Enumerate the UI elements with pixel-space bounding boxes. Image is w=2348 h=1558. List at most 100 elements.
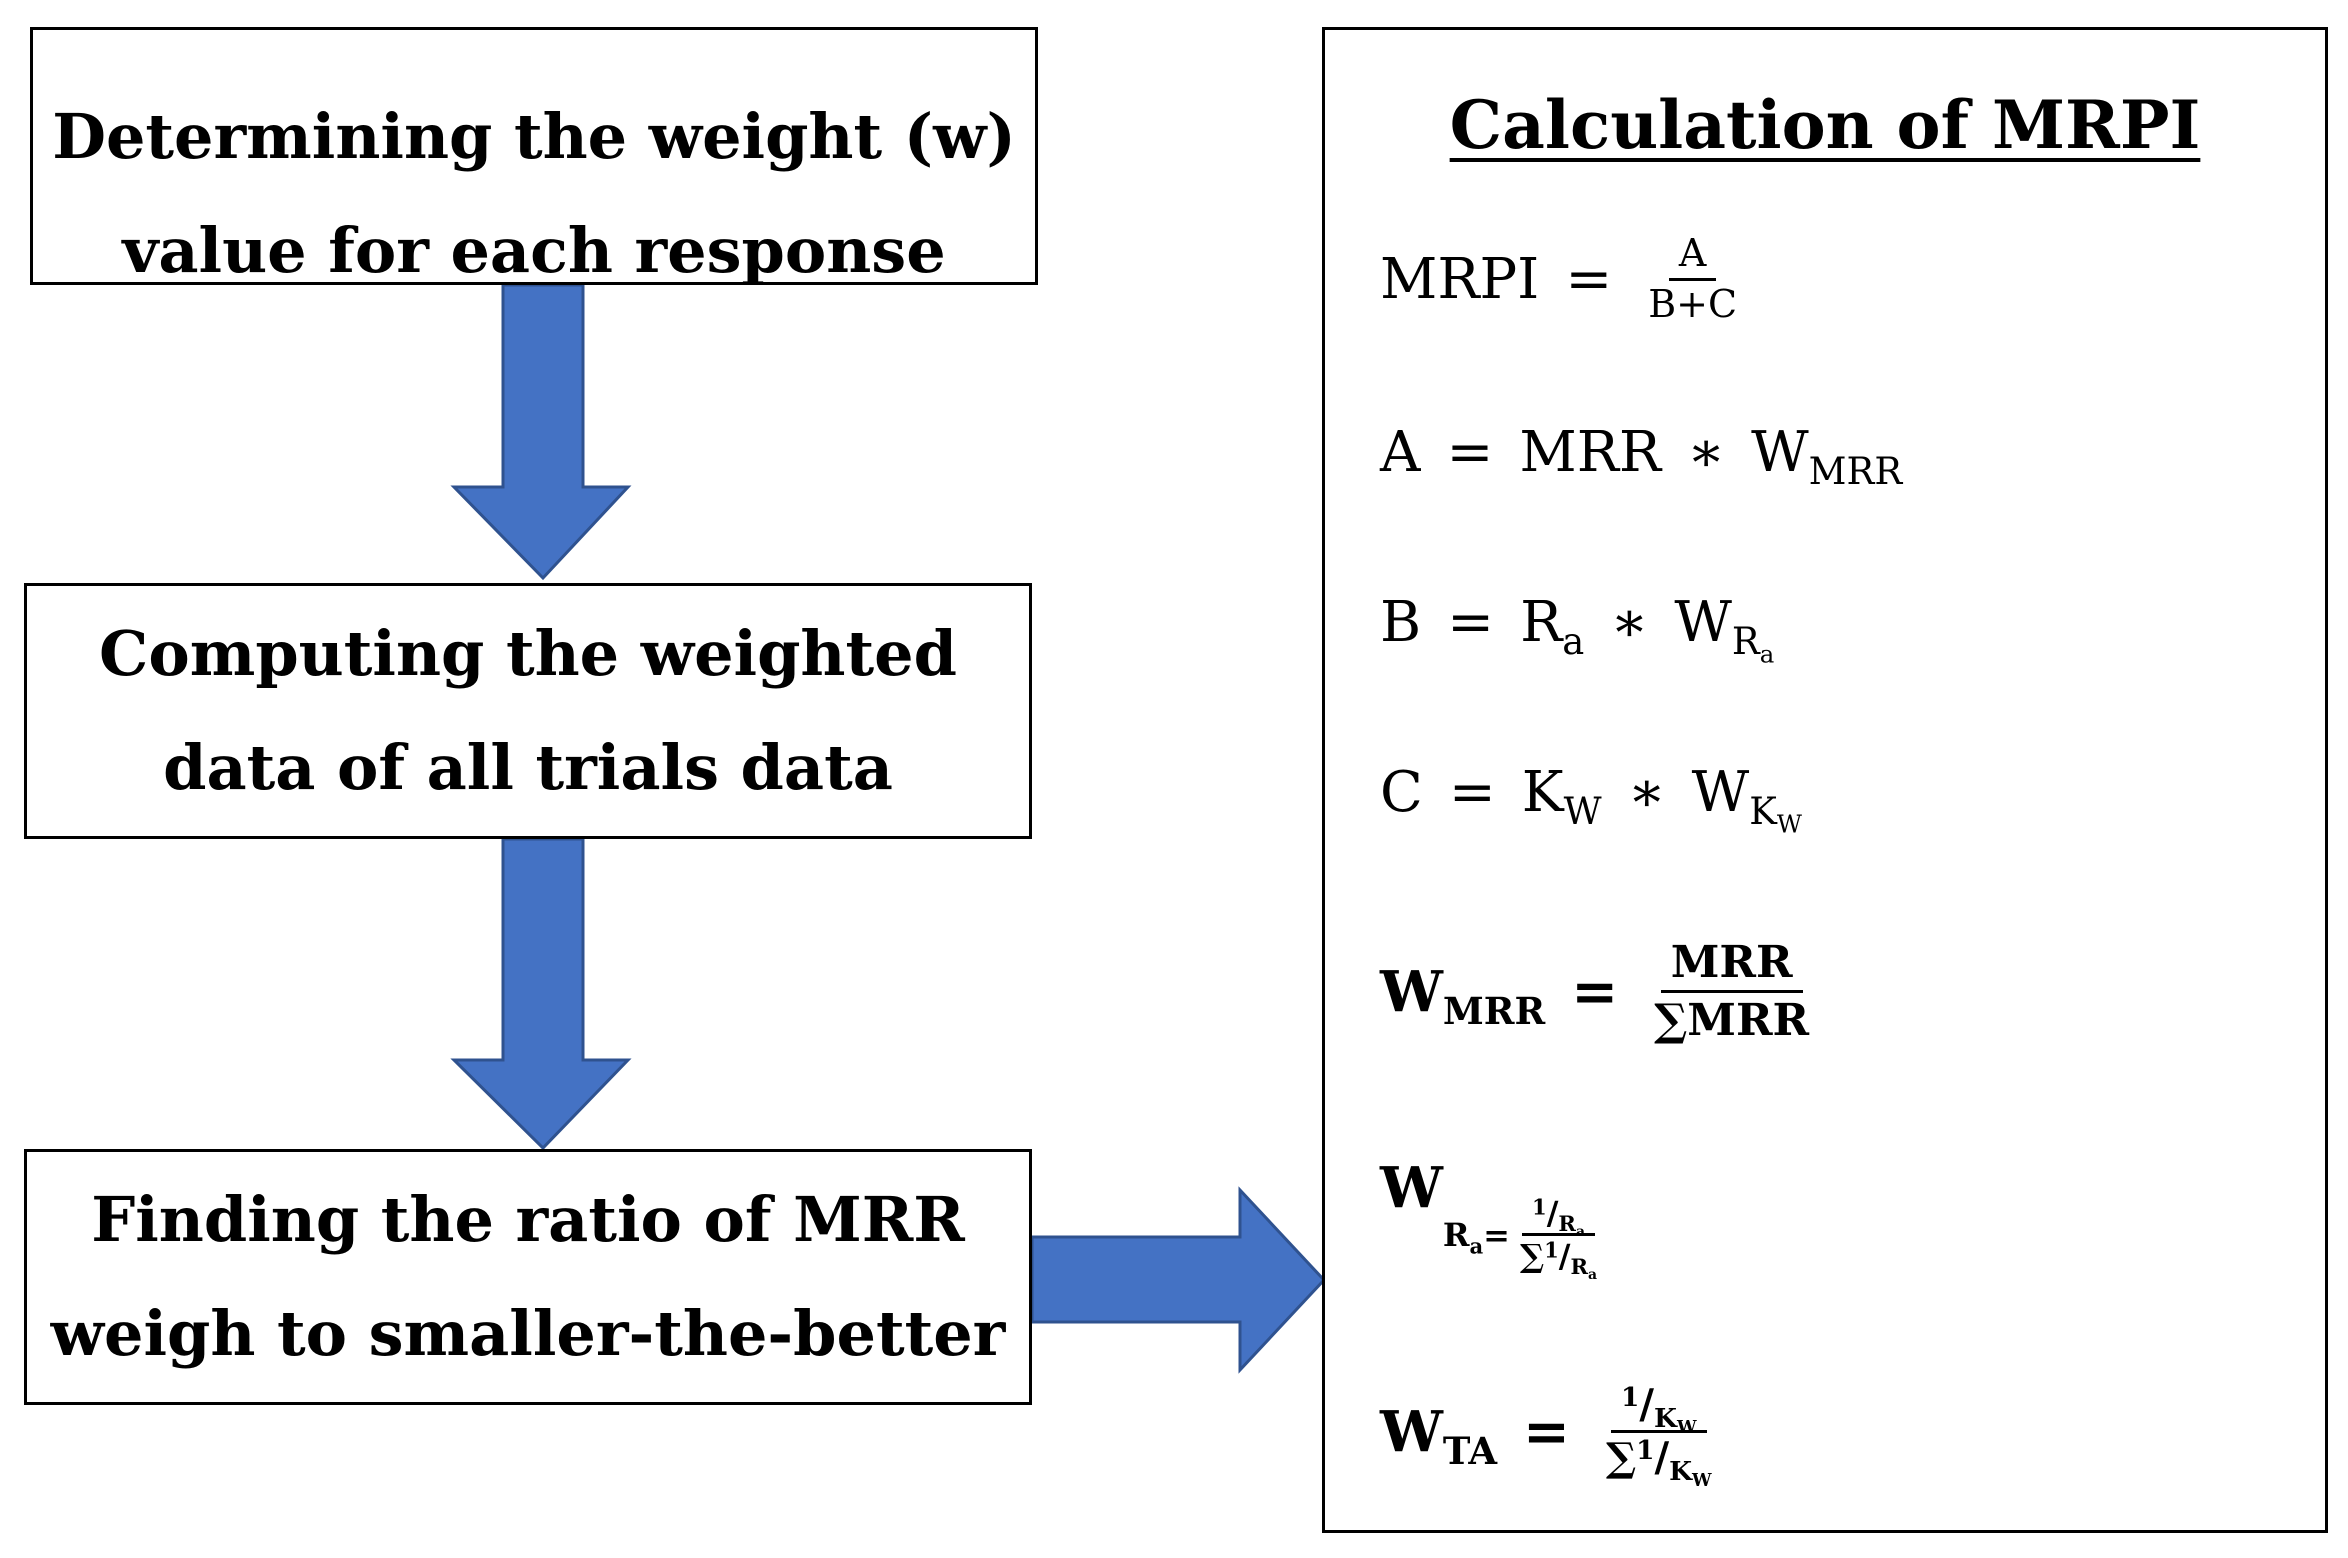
panel-title: Calculation of MRPI <box>1449 86 2201 164</box>
r-term: Ra <box>1570 1254 1597 1282</box>
formula-b: B = Ra ∗ WRa <box>1380 590 1774 666</box>
c-term: KW <box>1521 760 1602 830</box>
k-symbol: K <box>1521 760 1564 825</box>
formula-c: C = KW ∗ WKW <box>1380 760 1802 836</box>
weight-subscript: TA <box>1442 1428 1498 1473</box>
step1-line2: value for each response <box>122 214 946 285</box>
times-sign: ∗ <box>1627 760 1666 825</box>
down-arrow-1 <box>450 283 632 581</box>
step2-line2: data of all trials data <box>163 731 893 804</box>
wta-denominator: ∑1/KW <box>1596 1433 1722 1490</box>
sum-symbol: ∑ <box>1605 1434 1637 1481</box>
r-term: Ra <box>1558 1211 1585 1239</box>
weight-subscript-r: R <box>1442 1215 1470 1254</box>
k-term: KW <box>1669 1456 1712 1491</box>
r-subscript: a <box>1588 1267 1598 1284</box>
step3-line1: Finding the ratio of MRR <box>91 1183 965 1256</box>
formula-w-ra: W Ra = 1/Ra ∑1/Ra <box>1380 1155 1607 1282</box>
equals-sign: = <box>1483 1215 1510 1254</box>
b-weight: WRa <box>1674 590 1774 666</box>
flow-step-compute-weighted: Computing the weighted data of all trial… <box>24 583 1032 839</box>
wta-numerator: 1/KW <box>1611 1380 1707 1438</box>
equals-sign: = <box>1447 590 1495 655</box>
weight-subscript: MRR <box>1442 988 1546 1033</box>
wta-fraction: 1/KW ∑1/KW <box>1596 1380 1722 1490</box>
weight-subscript: Ra <box>1731 619 1774 666</box>
step3-line2: weigh to smaller-the-better <box>50 1297 1006 1370</box>
slash: / <box>1654 1434 1670 1481</box>
wra-subscript: Ra <box>1442 1215 1483 1256</box>
wmrr-fraction: MRR ∑MRR <box>1644 935 1819 1048</box>
slash: / <box>1558 1237 1571 1275</box>
flow-step-find-ratio: Finding the ratio of MRR weigh to smalle… <box>24 1149 1032 1405</box>
k-subscript: W <box>1692 1471 1712 1492</box>
wmrr-denominator: ∑MRR <box>1654 995 1810 1046</box>
equals-sign: = <box>1523 1398 1570 1465</box>
weight-symbol: W <box>1380 1398 1443 1465</box>
r-subscript: a <box>1575 1224 1585 1241</box>
weight-subsubscript: a <box>1469 1232 1484 1258</box>
k-subscript: W <box>1676 1418 1697 1439</box>
mrpi-numerator: A <box>1668 230 1717 281</box>
step1-line1: Determining the weight (w) <box>52 100 1016 173</box>
times-sign: ∗ <box>1687 420 1726 485</box>
mrpi-denominator: B+C <box>1648 281 1738 326</box>
weight-symbol: W <box>1380 958 1443 1025</box>
r-subscript: a <box>1562 619 1585 663</box>
step2-line1: Computing the weighted <box>99 617 957 690</box>
formula-w-ta: WTA = 1/KW ∑1/KW <box>1380 1380 1722 1490</box>
k-subscript: W <box>1563 789 1602 833</box>
wra-denominator: ∑1/Ra <box>1510 1236 1607 1282</box>
equals-sign: = <box>1448 760 1496 825</box>
slash: / <box>1546 1194 1559 1232</box>
a-weight: WMRR <box>1751 420 1902 490</box>
b-lhs: B <box>1380 590 1422 655</box>
one: 1 <box>1621 1382 1640 1414</box>
formula-w-mrr: WMRR = MRR ∑MRR <box>1380 935 1819 1048</box>
weight-subsubscript: a <box>1759 639 1775 669</box>
wra-numerator: 1/Ra <box>1522 1193 1595 1239</box>
weight-symbol: W <box>1751 420 1809 485</box>
sum-symbol: ∑ <box>1519 1237 1545 1275</box>
equals-sign: = <box>1571 958 1619 1025</box>
r-symbol: R <box>1520 590 1563 655</box>
one: 1 <box>1636 1435 1655 1467</box>
weight-symbol: W <box>1380 1155 1443 1221</box>
k-term: KW <box>1654 1403 1697 1438</box>
equals-sign: = <box>1446 420 1494 485</box>
weight-subscript-k: K <box>1749 789 1777 833</box>
formula-a: A = MRR ∗ WMRR <box>1380 420 1902 490</box>
right-arrow <box>1030 1186 1327 1374</box>
formula-mrpi: MRPI = A B+C <box>1380 230 1747 328</box>
slash: / <box>1639 1381 1655 1428</box>
c-lhs: C <box>1380 760 1423 825</box>
mrpi-lhs: MRPI <box>1380 246 1540 312</box>
weight-subsubscript: W <box>1776 809 1802 839</box>
equals-sign: = <box>1565 246 1613 312</box>
wmrr-numerator: MRR <box>1660 935 1803 993</box>
c-weight: WKW <box>1691 760 1802 836</box>
one: 1 <box>1532 1194 1547 1220</box>
times-sign: ∗ <box>1610 590 1649 655</box>
weight-subscript: KW <box>1749 789 1802 836</box>
mrpi-fraction: A B+C <box>1638 230 1747 328</box>
wra-fraction: 1/Ra ∑1/Ra <box>1510 1193 1607 1282</box>
b-term: Ra <box>1520 590 1584 660</box>
a-lhs: A <box>1380 420 1421 485</box>
a-term: MRR <box>1519 420 1662 485</box>
weight-symbol: W <box>1674 590 1732 655</box>
r-symbol: R <box>1570 1254 1589 1280</box>
one: 1 <box>1544 1237 1559 1263</box>
weight-subscript-r: R <box>1731 619 1760 663</box>
wmrr-lhs: WMRR <box>1380 958 1545 1029</box>
weight-subscript: MRR <box>1808 449 1903 493</box>
r-symbol: R <box>1558 1211 1576 1237</box>
flow-step-determine-weight: Determining the weight (w) value for eac… <box>30 27 1038 285</box>
k-symbol: K <box>1654 1403 1677 1435</box>
down-arrow-2 <box>450 837 632 1151</box>
mrpi-calculation-panel: Calculation of MRPI MRPI = A B+C A = MRR… <box>1322 27 2328 1533</box>
k-symbol: K <box>1669 1456 1693 1488</box>
weight-symbol: W <box>1691 760 1750 825</box>
wra-rest: Ra = 1/Ra ∑1/Ra <box>1442 1193 1607 1282</box>
